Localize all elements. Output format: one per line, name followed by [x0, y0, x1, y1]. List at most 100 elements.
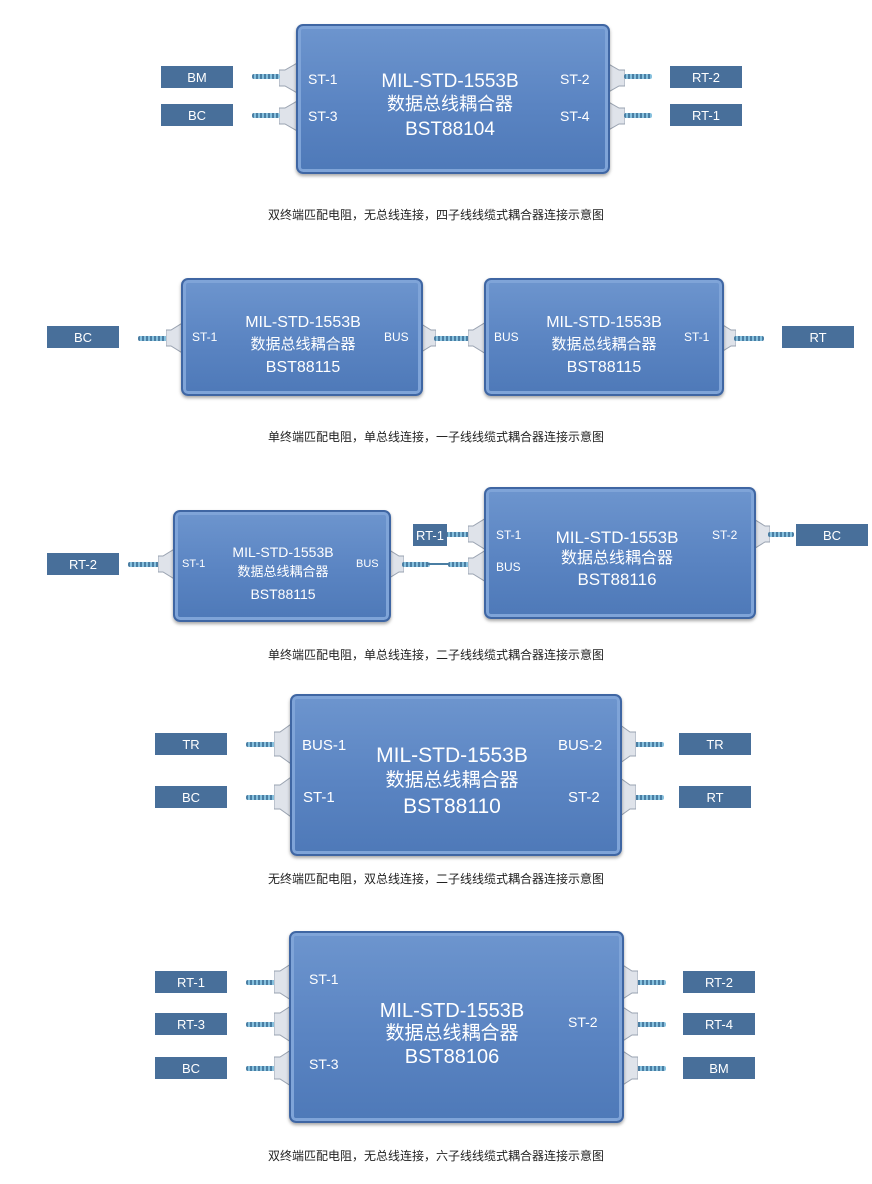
- model-text: MIL-STD-1553B: [379, 1000, 525, 1022]
- label-bc: BC: [796, 524, 868, 546]
- box-a-part: BST88115: [265, 359, 341, 376]
- box-b-port-st1: ST-1: [496, 528, 522, 542]
- port-bus2: BUS-2: [558, 737, 603, 754]
- port-st1: ST-1: [309, 971, 339, 987]
- box-a-model: MIL-STD-1553B: [232, 544, 334, 560]
- cable-rt3: [246, 1022, 278, 1027]
- connector-a-left: [166, 322, 184, 354]
- label-rt4: RT-4: [683, 1013, 755, 1035]
- coupler-box-a: [173, 510, 391, 622]
- connector-left-top: [279, 62, 299, 94]
- label-tr-left: TR: [155, 733, 227, 755]
- box-b-name: 数据总线耦合器: [560, 548, 674, 567]
- name-text: 数据总线耦合器: [385, 769, 519, 791]
- part-text: BST88104: [405, 119, 495, 140]
- cable-rt: [734, 336, 764, 341]
- label-bm: BM: [683, 1057, 755, 1079]
- diagram-bst88115-bst88116: MIL-STD-1553B 数据总线耦合器 BST88115 ST-1 BUS …: [47, 487, 868, 662]
- label-bc: BC: [161, 104, 233, 126]
- box-b-part: BST88116: [577, 570, 657, 589]
- cable-rt2: [624, 74, 652, 79]
- model-text: MIL-STD-1553B: [381, 71, 519, 92]
- model-text: MIL-STD-1553B: [376, 744, 528, 767]
- port-st1: ST-1: [303, 789, 335, 806]
- coupler-box: [290, 694, 622, 856]
- caption: 无终端匹配电阻，双总线连接，二子线线缆式耦合器连接示意图: [267, 872, 604, 886]
- cable-rt4: [634, 1022, 666, 1027]
- connector-b-right: [752, 518, 770, 550]
- coupler-box-b: [484, 278, 724, 396]
- port-st2: ST-2: [568, 1014, 598, 1030]
- port-st1: ST-1: [308, 71, 338, 87]
- coupler-box: [296, 24, 610, 174]
- label-rt2: RT-2: [670, 66, 742, 88]
- label-rt1: RT-1: [155, 971, 227, 993]
- label-bc: BC: [155, 1057, 227, 1079]
- box-b-model: MIL-STD-1553B: [546, 314, 662, 331]
- coupler-box: [289, 931, 624, 1123]
- cable-bm: [634, 1066, 666, 1071]
- connector-right-top: [605, 62, 625, 94]
- cable-bc: [252, 113, 280, 118]
- name-text: 数据总线耦合器: [385, 1022, 519, 1044]
- box-a-port-bus: BUS: [356, 558, 379, 570]
- box-b-port-st2: ST-2: [712, 528, 738, 542]
- label-bm: BM: [161, 66, 233, 88]
- cable-tr-right: [632, 742, 664, 747]
- port-st2: ST-2: [568, 789, 600, 806]
- cable-bc: [246, 1066, 278, 1071]
- cable-rt1: [446, 532, 470, 537]
- cable-bc: [768, 532, 794, 537]
- box-a-port-bus: BUS: [384, 330, 409, 344]
- box-b-part: BST88115: [566, 359, 642, 376]
- connector-right-bottom: [605, 100, 625, 132]
- cable-bc: [246, 795, 278, 800]
- cable-bm: [252, 74, 280, 79]
- coupler-box-b: [484, 487, 756, 619]
- cable-rt: [632, 795, 664, 800]
- coupler-box-a: [181, 278, 423, 396]
- part-text: BST88106: [404, 1046, 500, 1068]
- diagram-bst88115-pair: MIL-STD-1553B 数据总线耦合器 BST88115 ST-1 BUS …: [0, 0, 872, 450]
- cable-bus-link: [434, 336, 470, 341]
- caption: 单终端匹配电阻，单总线连接，一子线线缆式耦合器连接示意图: [267, 430, 604, 444]
- caption: 单终端匹配电阻，单总线连接，二子线线缆式耦合器连接示意图: [267, 648, 604, 662]
- cable-rt1: [246, 980, 278, 985]
- box-a-name: 数据总线耦合器: [237, 565, 329, 580]
- cable-bus-in: [448, 562, 470, 567]
- bus-wire: [428, 563, 450, 565]
- label-bc: BC: [47, 326, 119, 348]
- connector-left-bottom: [279, 100, 299, 132]
- box-b-port-bus: BUS: [496, 560, 521, 574]
- diagram-bst88104: MIL-STD-1553B 数据总线耦合器 BST88104 ST-1 ST-3…: [0, 0, 872, 230]
- box-a-port-st1: ST-1: [182, 558, 206, 570]
- caption: 双终端匹配电阻，无总线连接，六子线线缆式耦合器连接示意图: [267, 1149, 604, 1163]
- connector-left-top: [274, 722, 294, 766]
- box-b-port-bus: BUS: [494, 330, 519, 344]
- box-a-part: BST88115: [250, 586, 316, 602]
- label-rt3: RT-3: [155, 1013, 227, 1035]
- box-b-port-st1: ST-1: [684, 330, 710, 344]
- connector-a-left: [158, 548, 176, 580]
- label-rt1: RT-1: [670, 104, 742, 126]
- box-b-name: 数据总线耦合器: [551, 335, 657, 353]
- box-a-name: 数据总线耦合器: [250, 335, 356, 353]
- connector-b-left-top: [468, 518, 486, 550]
- label-bc: BC: [155, 786, 227, 808]
- label-rt2: RT-2: [683, 971, 755, 993]
- cable-rt2: [634, 980, 666, 985]
- cable-tr-left: [246, 742, 278, 747]
- box-a-port-st1: ST-1: [192, 330, 218, 344]
- diagram-bst88110: MIL-STD-1553B 数据总线耦合器 BST88110 BUS-1 ST-…: [155, 694, 751, 886]
- port-st4: ST-4: [560, 108, 590, 124]
- cable-rt2: [128, 562, 160, 567]
- cable-bus-out: [402, 562, 430, 567]
- label-tr-right: TR: [679, 733, 751, 755]
- caption: 双终端匹配电阻，无总线连接，四子线线缆式耦合器连接示意图: [267, 208, 604, 222]
- connector-b-left: [468, 322, 486, 354]
- box-a-model: MIL-STD-1553B: [245, 314, 361, 331]
- connector-b-left-bottom: [468, 550, 486, 582]
- cable-rt1: [624, 113, 652, 118]
- port-st2: ST-2: [560, 71, 590, 87]
